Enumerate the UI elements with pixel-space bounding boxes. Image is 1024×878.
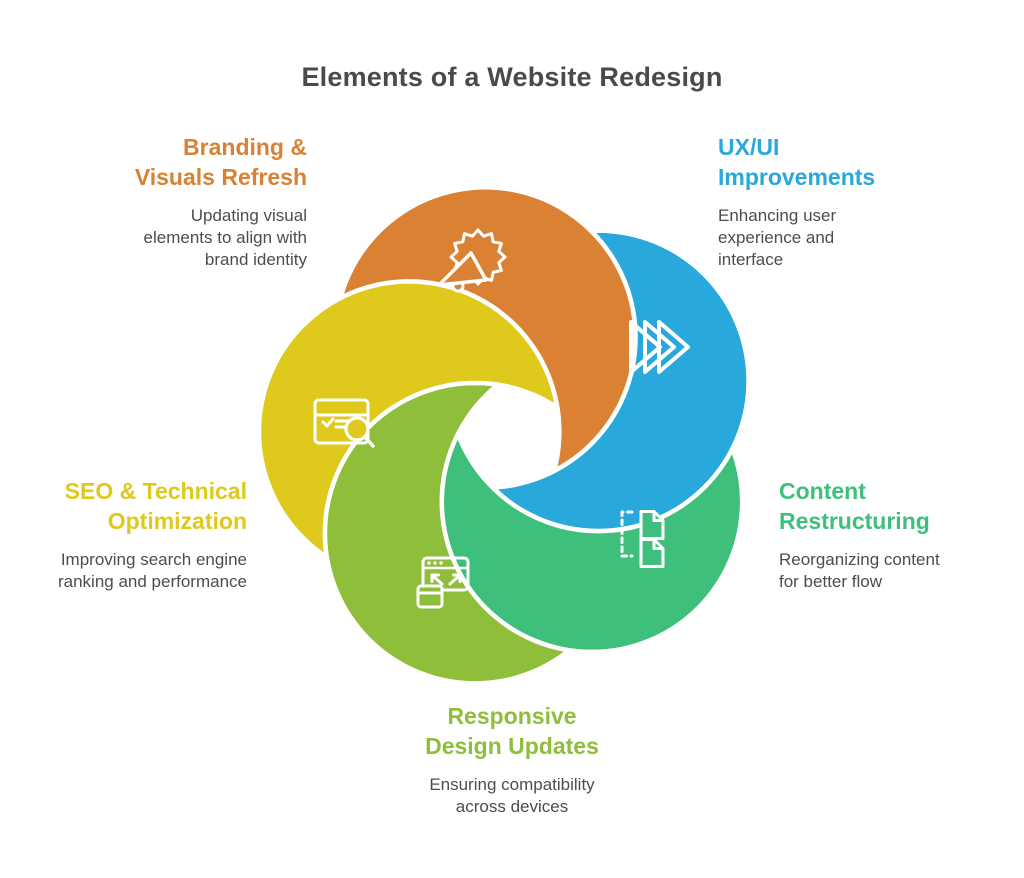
section-description: Reorganizing content for better flow <box>779 550 940 591</box>
section-title: Branding & Visuals Refresh <box>134 134 307 190</box>
section-title: SEO & Technical Optimization <box>64 478 247 534</box>
section-seo: SEO & Technical Optimization Improving s… <box>58 476 247 593</box>
fast-forward-icon <box>629 320 690 374</box>
section-responsive: Responsive Design Updates Ensuring compa… <box>0 701 1024 818</box>
petal-seo <box>261 283 558 580</box>
megaphone-badge-icon <box>437 228 507 293</box>
section-description: Enhancing user experience and interface <box>718 206 837 269</box>
section-title: UX/UI Improvements <box>718 134 876 190</box>
page-title: Elements of a Website Redesign <box>301 62 723 92</box>
responsive-devices-icon <box>416 556 470 609</box>
section-description: Ensuring compatibility across devices <box>429 775 595 816</box>
section-title: Content Restructuring <box>779 478 930 534</box>
section-description: Updating visual elements to align with b… <box>143 206 307 269</box>
browser-search-icon <box>313 398 375 448</box>
section-branding: Branding & Visuals Refresh Updating visu… <box>135 132 307 271</box>
section-description: Improving search engine ranking and perf… <box>57 550 247 591</box>
section-title: Responsive Design Updates <box>425 703 599 759</box>
sitemap-documents-icon <box>620 510 665 568</box>
section-uxui: UX/UI Improvements Enhancing user experi… <box>718 132 875 271</box>
section-content: Content Restructuring Reorganizing conte… <box>779 476 940 593</box>
